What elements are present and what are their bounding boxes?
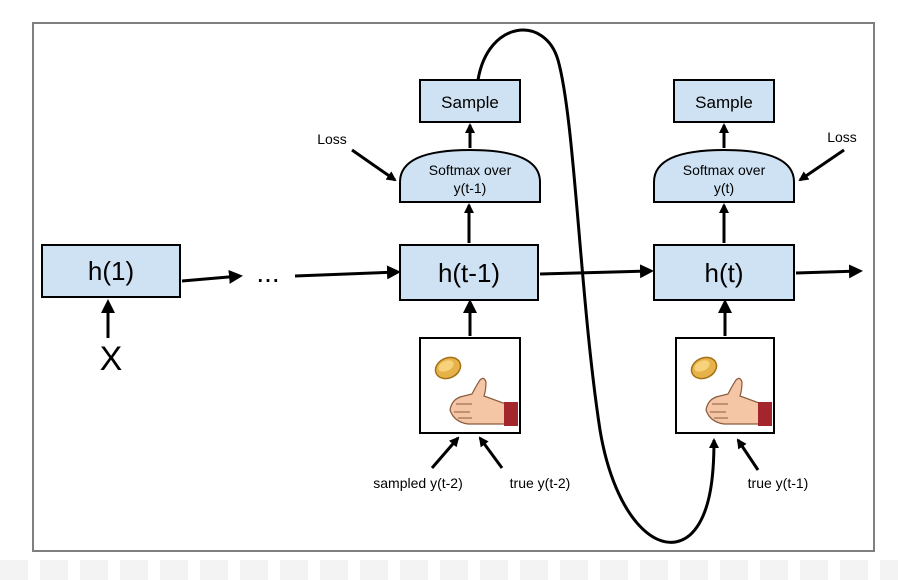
true-input-arrow-right (736, 438, 760, 471)
loss-left-arrow (351, 148, 397, 182)
softmax-left: Softmax over y(t-1) (399, 148, 541, 203)
sample-left-node: Sample (419, 79, 521, 123)
ht-label: h(t) (705, 258, 744, 288)
sampled-input-arrow (430, 436, 460, 469)
true-input-arrow-left (478, 436, 504, 469)
ht-output-arrow (795, 264, 863, 279)
ellipsis-to-ht1-arrow (294, 265, 401, 280)
coin-flip-icon (434, 356, 518, 426)
softmax-left-line2: y(t-1) (454, 180, 487, 196)
ht1-label: h(t-1) (438, 258, 500, 288)
softmax-right: Softmax over y(t) (653, 148, 795, 203)
sample-right-node: Sample (673, 79, 775, 123)
coin-flip-right (675, 337, 775, 434)
loss-right-arrow (798, 148, 845, 182)
h1-label: h(1) (88, 256, 134, 286)
loss-right-label: Loss (827, 129, 857, 145)
coin-flip-icon (690, 356, 772, 426)
ht-node: h(t) (653, 244, 795, 301)
ht1-to-ht-arrow (539, 264, 654, 279)
ht1-node: h(t-1) (399, 244, 539, 301)
coin-flip-left (419, 337, 521, 434)
loss-left-label: Loss (317, 131, 347, 147)
x-input-label: X (100, 340, 123, 378)
softmax-left-line1: Softmax over (429, 162, 512, 178)
h1-node: h(1) (41, 244, 181, 298)
sample-right-label: Sample (695, 93, 753, 112)
sampled-y-t-2-label: sampled y(t-2) (373, 475, 462, 491)
sample-left-label: Sample (441, 93, 499, 112)
sample-feedback-curve (476, 28, 719, 544)
softmax-right-line1: Softmax over (683, 162, 766, 178)
page-footer-stripes (0, 560, 898, 580)
softmax-right-line2: y(t) (714, 180, 734, 196)
true-y-t-2-label: true y(t-2) (510, 475, 571, 491)
true-y-t-1-label: true y(t-1) (748, 475, 809, 491)
h1-to-ellipsis-arrow (181, 269, 243, 284)
ellipsis-label: ... (256, 257, 279, 288)
